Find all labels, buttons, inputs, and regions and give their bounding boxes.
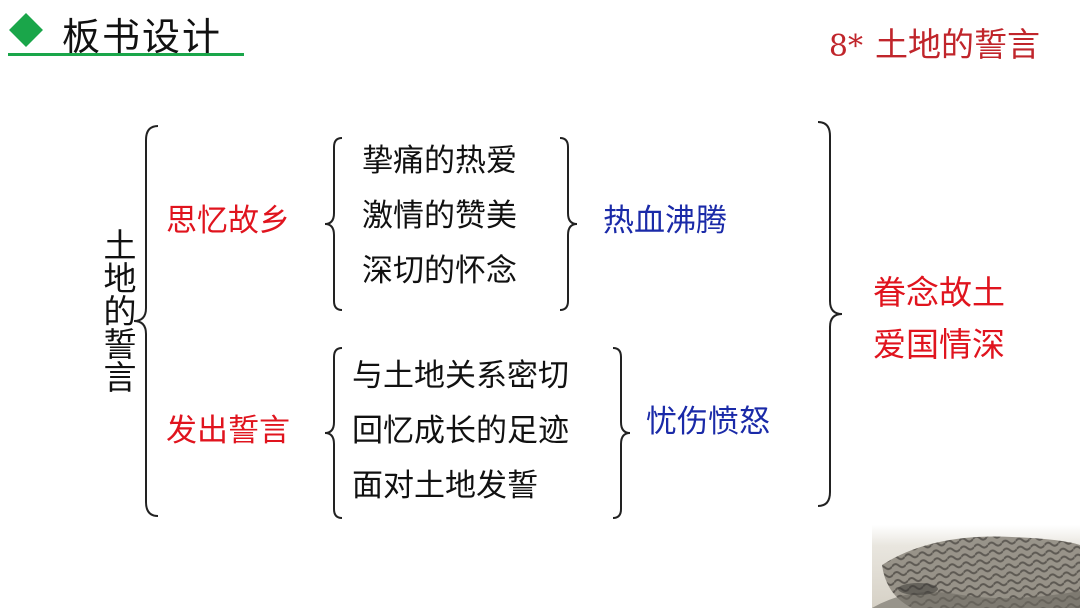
lesson-title: 8* 土地的誓言 [829,18,1040,66]
list-item: 与土地关系密切 [352,349,569,404]
summary-line: 爱国情深 [873,319,1005,371]
decorative-landscape-image [872,525,1080,608]
branch2-emotion: 忧伤愤怒 [646,396,770,441]
list-item: 回忆成长的足迹 [352,404,569,459]
branch1-emotion: 热血沸腾 [603,195,727,240]
branch2-right-brace [609,345,633,521]
list-item: 激情的赞美 [362,189,517,244]
header: 板书设计 8*土地的誓言 [0,0,1080,70]
summary-right-brace [812,118,848,510]
branch2-label: 发出誓言 [166,405,290,450]
branch1-left-brace [322,135,346,313]
list-item: 深切的怀念 [362,244,517,299]
lesson-name: 土地的誓言 [875,25,1040,64]
main-left-brace [128,122,164,520]
list-item: 挚痛的热爱 [362,134,517,189]
diamond-bullet-icon [9,13,43,47]
list-item: 面对土地发誓 [352,459,569,514]
summary-line: 眷念故土 [873,267,1005,319]
lesson-number: 8* [829,29,863,64]
branch2-left-brace [322,345,346,521]
branch1-label: 思忆故乡 [166,195,290,240]
summary: 眷念故土 爱国情深 [873,267,1005,371]
branch2-points: 与土地关系密切 回忆成长的足迹 面对土地发誓 [352,349,569,514]
branch1-right-brace [556,135,580,313]
title-underline [8,53,244,56]
branch1-points: 挚痛的热爱 激情的赞美 深切的怀念 [362,134,517,299]
